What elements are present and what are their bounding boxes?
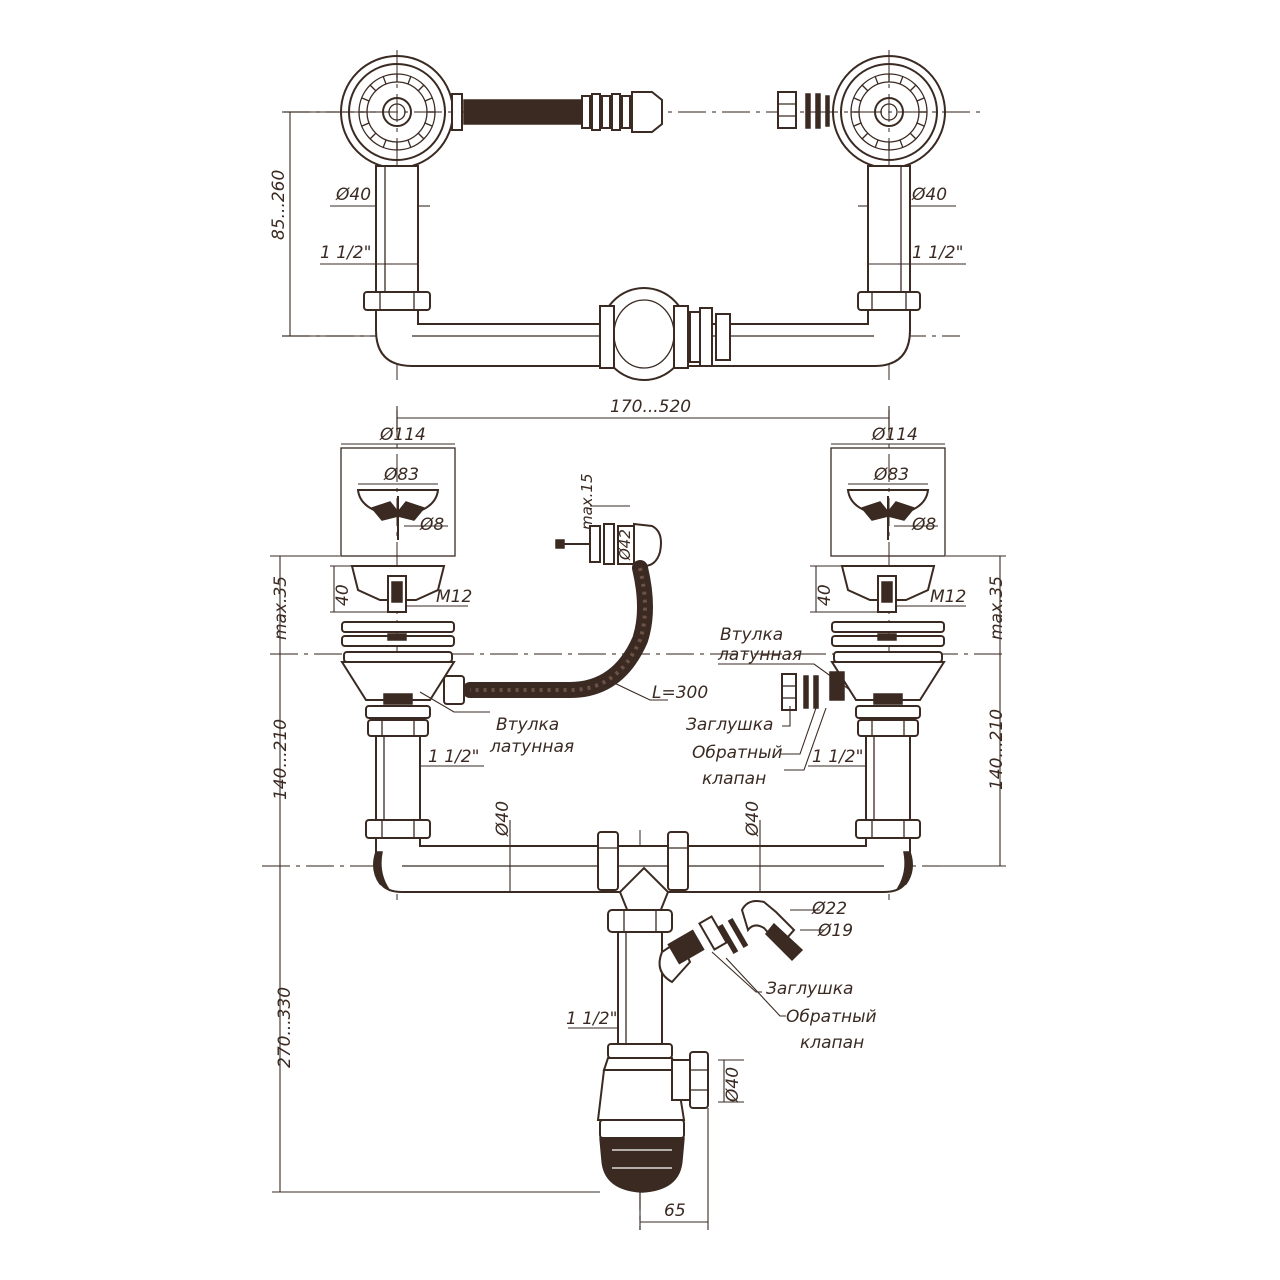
left-bowl-assembly: Ø114 Ø83 Ø8 40 M12 <box>330 425 484 839</box>
right-outer-diameter: Ø114 <box>871 425 918 445</box>
bowl-spacing: 170...520 <box>610 397 691 417</box>
main-horizontal-pipe: Ø40 Ø40 <box>373 801 913 913</box>
right-callouts: Втулка латунная Заглушка Обратный клапан <box>686 625 851 789</box>
left-max-thickness: max.35 <box>271 576 291 640</box>
overflow-hose-top <box>451 91 663 133</box>
right-vertical-dimensions: max.35 140...210 <box>940 555 1007 867</box>
right-pin-diameter: Ø8 <box>911 515 936 535</box>
offset-value: 65 <box>664 1201 686 1221</box>
top-dimensions: 85...260 Ø40 1 1/2" Ø40 1 1/2" <box>269 111 966 337</box>
side-outlet-parts: Ø22 Ø19 Заглушка Обратный клапан <box>698 899 877 1053</box>
right-plug-top <box>777 91 830 129</box>
right-height-front: 140...210 <box>987 709 1007 790</box>
top-pipes <box>363 165 921 381</box>
siphon-valve-line2: клапан <box>800 1033 864 1053</box>
siphon-plug-label: Заглушка <box>766 979 853 999</box>
left-vertical-dimensions: max.35 140...210 270...330 <box>270 555 600 1193</box>
left-outer-diameter: Ø114 <box>379 425 426 445</box>
left-height-front: 140...210 <box>271 719 291 800</box>
right-thread-top: 1 1/2" <box>912 243 963 263</box>
outlet-diameter: Ø40 <box>723 1067 743 1103</box>
right-bolt: M12 <box>930 587 966 607</box>
left-bushing-callout: Втулка латунная <box>419 691 574 757</box>
overflow-max: max.15 <box>578 473 596 530</box>
bottle-siphon: Ø40 1 1/2" <box>566 909 744 1193</box>
siphon-thread: 1 1/2" <box>566 1009 617 1029</box>
right-bushing-line1: Втулка <box>720 625 783 645</box>
side-outlet-inner: Ø19 <box>817 921 853 941</box>
left-inner-diameter: Ø83 <box>383 465 419 485</box>
right-valve-line1: Обратный <box>692 743 783 763</box>
overflow-hose-length: L=300 <box>652 683 708 703</box>
right-bushing-line2: латунная <box>717 645 802 665</box>
right-valve-line2: клапан <box>702 769 766 789</box>
siphon-valve-line1: Обратный <box>786 1007 877 1027</box>
bowl-spacing-dimension: 170...520 <box>396 397 890 432</box>
left-thread-top: 1 1/2" <box>320 243 371 263</box>
left-thread-front: 1 1/2" <box>428 747 479 767</box>
left-bolt: M12 <box>436 587 472 607</box>
pipe-diameter-right: Ø40 <box>743 801 763 837</box>
left-depth: 40 <box>333 584 353 606</box>
right-plug-label: Заглушка <box>686 715 773 735</box>
overflow-assembly: max.15 Ø42 L=300 <box>443 473 708 705</box>
height-range-top: 85...260 <box>269 170 289 240</box>
top-view: 85...260 Ø40 1 1/2" Ø40 1 1/2" <box>269 50 980 381</box>
right-diameter-top: Ø40 <box>911 185 947 205</box>
left-bushing-line1: Втулка <box>496 715 559 735</box>
siphon-height: 270...330 <box>275 987 295 1068</box>
front-view: 170...520 Ø114 Ø83 Ø8 40 M12 <box>262 397 1007 1230</box>
overflow-diameter: Ø42 <box>616 529 634 561</box>
right-bowl-assembly: Ø114 Ø83 Ø8 40 M12 <box>781 425 966 839</box>
left-diameter-top: Ø40 <box>335 185 371 205</box>
right-max-thickness: max.35 <box>987 576 1007 640</box>
left-pin-diameter: Ø8 <box>419 515 444 535</box>
right-depth: 40 <box>815 584 835 606</box>
side-outlet-outer: Ø22 <box>811 899 847 919</box>
offset-dimension: 65 <box>639 1108 709 1230</box>
right-thread-front: 1 1/2" <box>812 747 863 767</box>
left-bushing-line2: латунная <box>489 737 574 757</box>
right-inner-diameter: Ø83 <box>873 465 909 485</box>
pipe-diameter-left: Ø40 <box>493 801 513 837</box>
